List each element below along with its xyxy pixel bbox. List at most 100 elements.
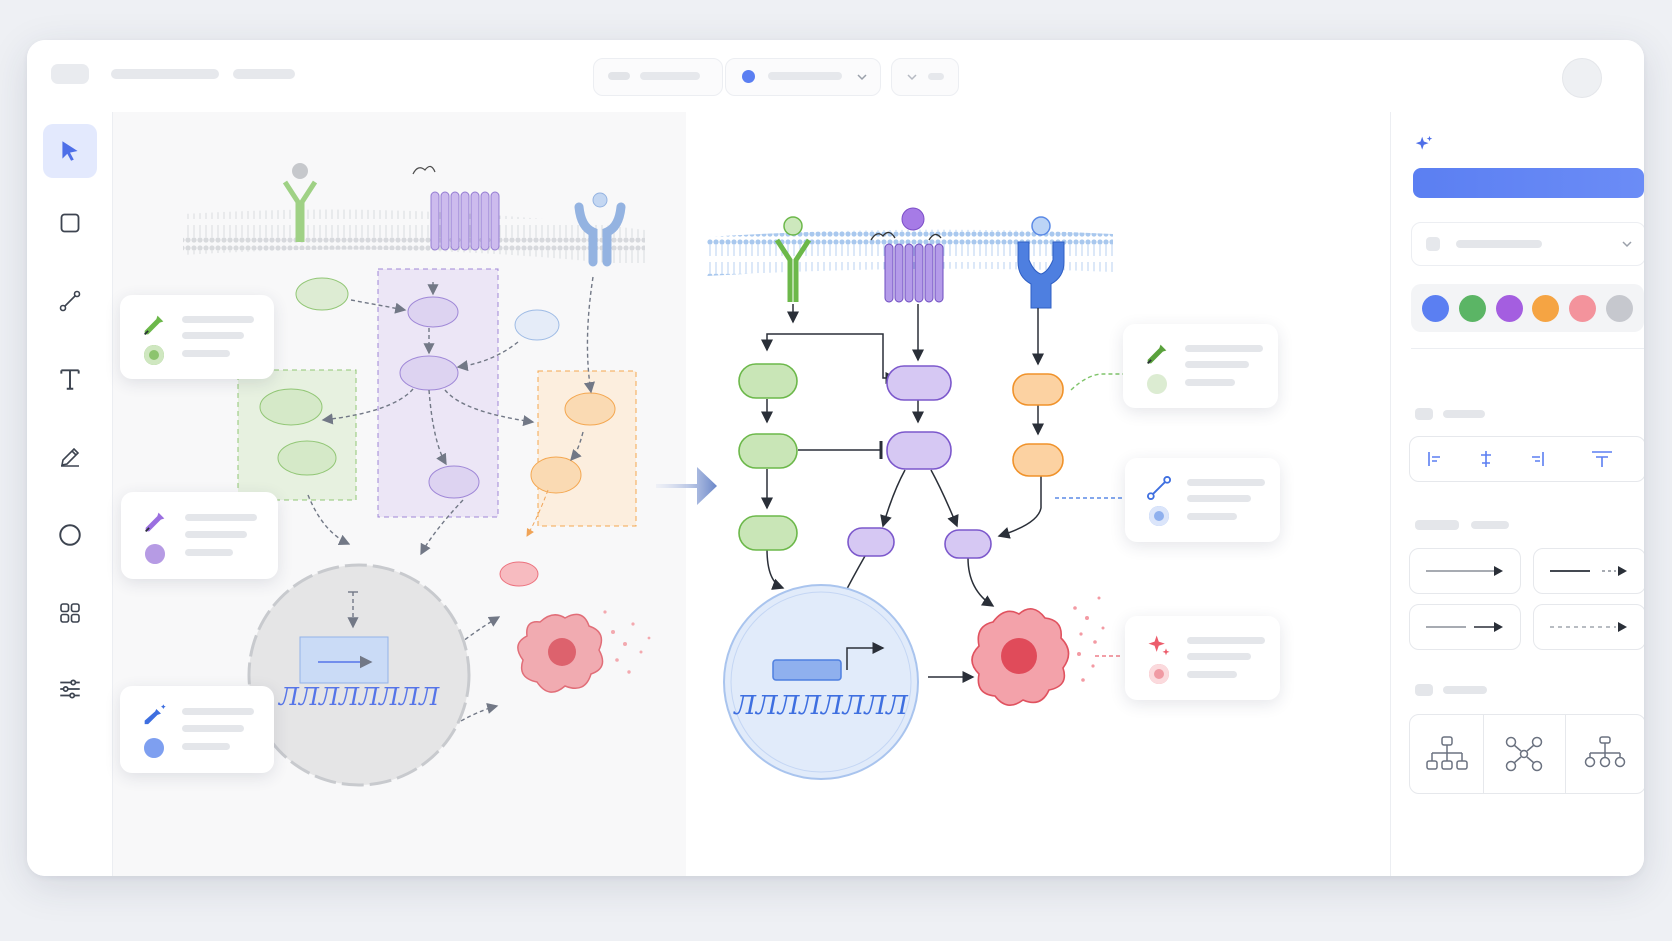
draft-receptor-green[interactable] [282, 163, 318, 242]
final-node-purple-2[interactable] [886, 431, 952, 470]
final-apoptotic-cell[interactable] [971, 596, 1105, 706]
divider [1411, 348, 1644, 349]
draft-apoptotic-cell[interactable] [517, 610, 651, 693]
draft-node-green-2[interactable] [259, 388, 323, 426]
final-node-green-2[interactable] [738, 433, 798, 469]
gene-box[interactable] [772, 659, 842, 681]
align-left-icon[interactable] [1426, 449, 1446, 469]
eyedropper-icon [145, 512, 165, 532]
final-gpcr-purple[interactable] [870, 207, 944, 303]
final-receptor-green[interactable] [774, 216, 812, 302]
swatch-blue[interactable] [1421, 294, 1449, 322]
components-tool-button[interactable] [43, 586, 97, 640]
arrow-style-dashed[interactable] [1533, 604, 1644, 650]
hierarchy-layout-icon[interactable] [1426, 735, 1468, 773]
align-center-icon[interactable] [1476, 449, 1496, 469]
text-tool-button[interactable] [43, 352, 97, 406]
pencil-icon [60, 447, 80, 467]
eyedropper-icon [144, 315, 164, 335]
color-dot [144, 345, 164, 365]
select-tool-button[interactable] [43, 124, 97, 178]
grid-icon [60, 603, 80, 623]
ai-beautify-button[interactable] [1413, 168, 1644, 198]
draft-node-purple-3[interactable] [428, 465, 480, 499]
sliders-icon [60, 679, 80, 699]
transcription-arrow-icon [846, 642, 885, 670]
draft-node-red[interactable] [499, 561, 539, 587]
settings-tool-button[interactable] [43, 662, 97, 716]
arrow-style-solid[interactable] [1409, 548, 1521, 594]
style-dropdown[interactable] [1411, 222, 1644, 266]
final-nucleus[interactable]: ЛЛЛЛЛЛЛЛ [723, 584, 919, 780]
final-node-purple-4[interactable] [944, 529, 992, 559]
arrow-style-plain[interactable] [1409, 604, 1521, 650]
eyedropper-sparkle-icon [144, 704, 166, 725]
swatch-orange[interactable] [1532, 294, 1560, 322]
draft-group-orange[interactable] [537, 370, 637, 527]
dna-strand: ЛЛЛЛЛЛЛЛ [732, 691, 909, 721]
final-node-orange-1[interactable] [1012, 373, 1064, 406]
annotation-card-green-final[interactable] [1123, 324, 1278, 408]
draft-node-blue-1[interactable] [514, 309, 560, 341]
diagram-canvas[interactable]: ЛЛЛЛЛЛЛЛ [113, 112, 1390, 876]
align-top-icon[interactable] [1590, 449, 1614, 469]
swatch-green[interactable] [1458, 294, 1486, 322]
chevron-down-icon [907, 74, 917, 81]
final-receptor-blue[interactable] [1017, 216, 1065, 309]
more-options-button[interactable] [891, 58, 959, 96]
final-node-green-1[interactable] [738, 363, 798, 399]
align-right-icon[interactable] [1526, 449, 1546, 469]
mode-dropdown[interactable] [725, 58, 881, 96]
eyedropper-icon [1147, 344, 1167, 364]
arrow-plain-icon [1426, 622, 1503, 632]
chevron-down-icon [857, 74, 867, 81]
layout-options [1409, 714, 1644, 794]
user-avatar[interactable] [1562, 58, 1602, 98]
color-dot [145, 544, 165, 564]
arrow-style-bold[interactable] [1533, 548, 1644, 594]
rectangle-tool-button[interactable] [43, 196, 97, 250]
annotation-card-blue-final[interactable] [1125, 458, 1280, 542]
draft-node-purple-1[interactable] [407, 296, 459, 328]
draft-node-orange-1[interactable] [564, 392, 616, 426]
rectangle-icon [60, 213, 80, 233]
final-node-purple-1[interactable] [886, 365, 952, 401]
draft-receptor-blue[interactable] [574, 192, 626, 267]
arrow-dashed-icon [1550, 622, 1627, 632]
annotation-card-blue[interactable] [120, 686, 274, 773]
draft-node-orange-2[interactable] [530, 456, 582, 494]
color-dot [1149, 664, 1169, 684]
annotation-card-red-final[interactable] [1125, 616, 1280, 700]
view-selector[interactable] [593, 58, 723, 96]
draft-gpcr-purple[interactable] [412, 165, 500, 251]
final-node-orange-2[interactable] [1012, 443, 1064, 477]
tree-layout-icon[interactable] [1582, 735, 1628, 773]
draft-node-green-3[interactable] [277, 440, 337, 476]
section-label-placeholder [1471, 521, 1509, 529]
connector-icon [1146, 475, 1172, 501]
app-logo[interactable] [51, 64, 89, 84]
status-dot [742, 70, 755, 83]
sparkle-icon [1415, 135, 1433, 150]
ellipse-tool-button[interactable] [43, 508, 97, 562]
section-label-placeholder [1443, 410, 1485, 418]
annotation-card-green[interactable] [120, 295, 274, 379]
annotation-card-purple[interactable] [121, 492, 278, 579]
swatch-pink[interactable] [1569, 294, 1597, 322]
transform-arrow-icon [656, 467, 717, 505]
connector-tool-button[interactable] [43, 274, 97, 328]
draft-node-green-1[interactable] [295, 277, 349, 311]
pencil-tool-button[interactable] [43, 430, 97, 484]
final-node-green-3[interactable] [738, 515, 798, 551]
top-bar [27, 40, 1644, 113]
draft-gene-box[interactable] [299, 636, 389, 684]
swatch-gray[interactable] [1606, 294, 1634, 322]
document-title-placeholder [111, 69, 219, 79]
align-toolbar [1409, 436, 1644, 482]
draft-node-purple-2[interactable] [399, 355, 459, 391]
section-icon-placeholder [1415, 408, 1433, 420]
final-node-purple-3[interactable] [847, 527, 895, 557]
section-icon-placeholder [1415, 684, 1433, 696]
network-layout-icon[interactable] [1504, 735, 1544, 773]
swatch-purple[interactable] [1495, 294, 1523, 322]
